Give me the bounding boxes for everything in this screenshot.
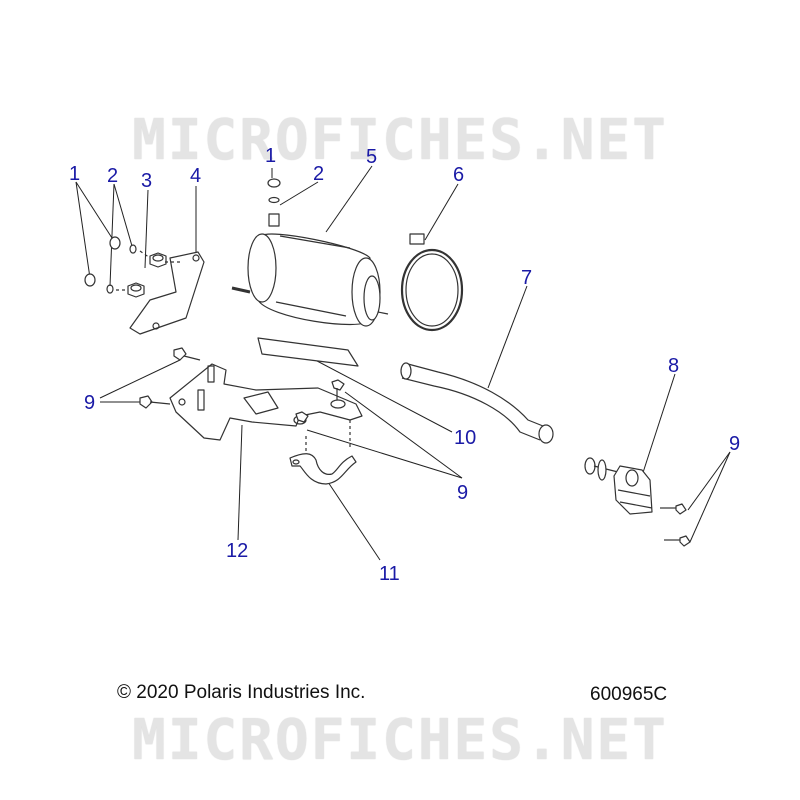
callout-2-motor: 2: [313, 163, 325, 185]
watermark-bottom: MICROFICHES.NET: [132, 708, 668, 773]
callout-1-motor: 1: [265, 145, 277, 167]
callout-8: 8: [668, 355, 680, 377]
callout-9-center: 9: [457, 482, 469, 504]
callout-11: 11: [379, 563, 400, 585]
callout-9-right: 9: [729, 433, 741, 455]
callout-2-left: 2: [107, 165, 119, 187]
watermark-top: MICROFICHES.NET: [132, 108, 668, 173]
callout-3: 3: [141, 170, 153, 192]
callout-10: 10: [454, 427, 477, 449]
callout-9-left: 9: [84, 392, 96, 414]
callout-1-left: 1: [69, 163, 81, 185]
callout-5: 5: [366, 146, 378, 168]
callout-4: 4: [190, 165, 202, 187]
copyright-text: © 2020 Polaris Industries Inc.: [117, 682, 366, 703]
callout-12: 12: [226, 540, 249, 562]
callout-7: 7: [521, 267, 533, 289]
drawing-number: 600965C: [590, 684, 668, 705]
callout-6: 6: [453, 164, 465, 186]
